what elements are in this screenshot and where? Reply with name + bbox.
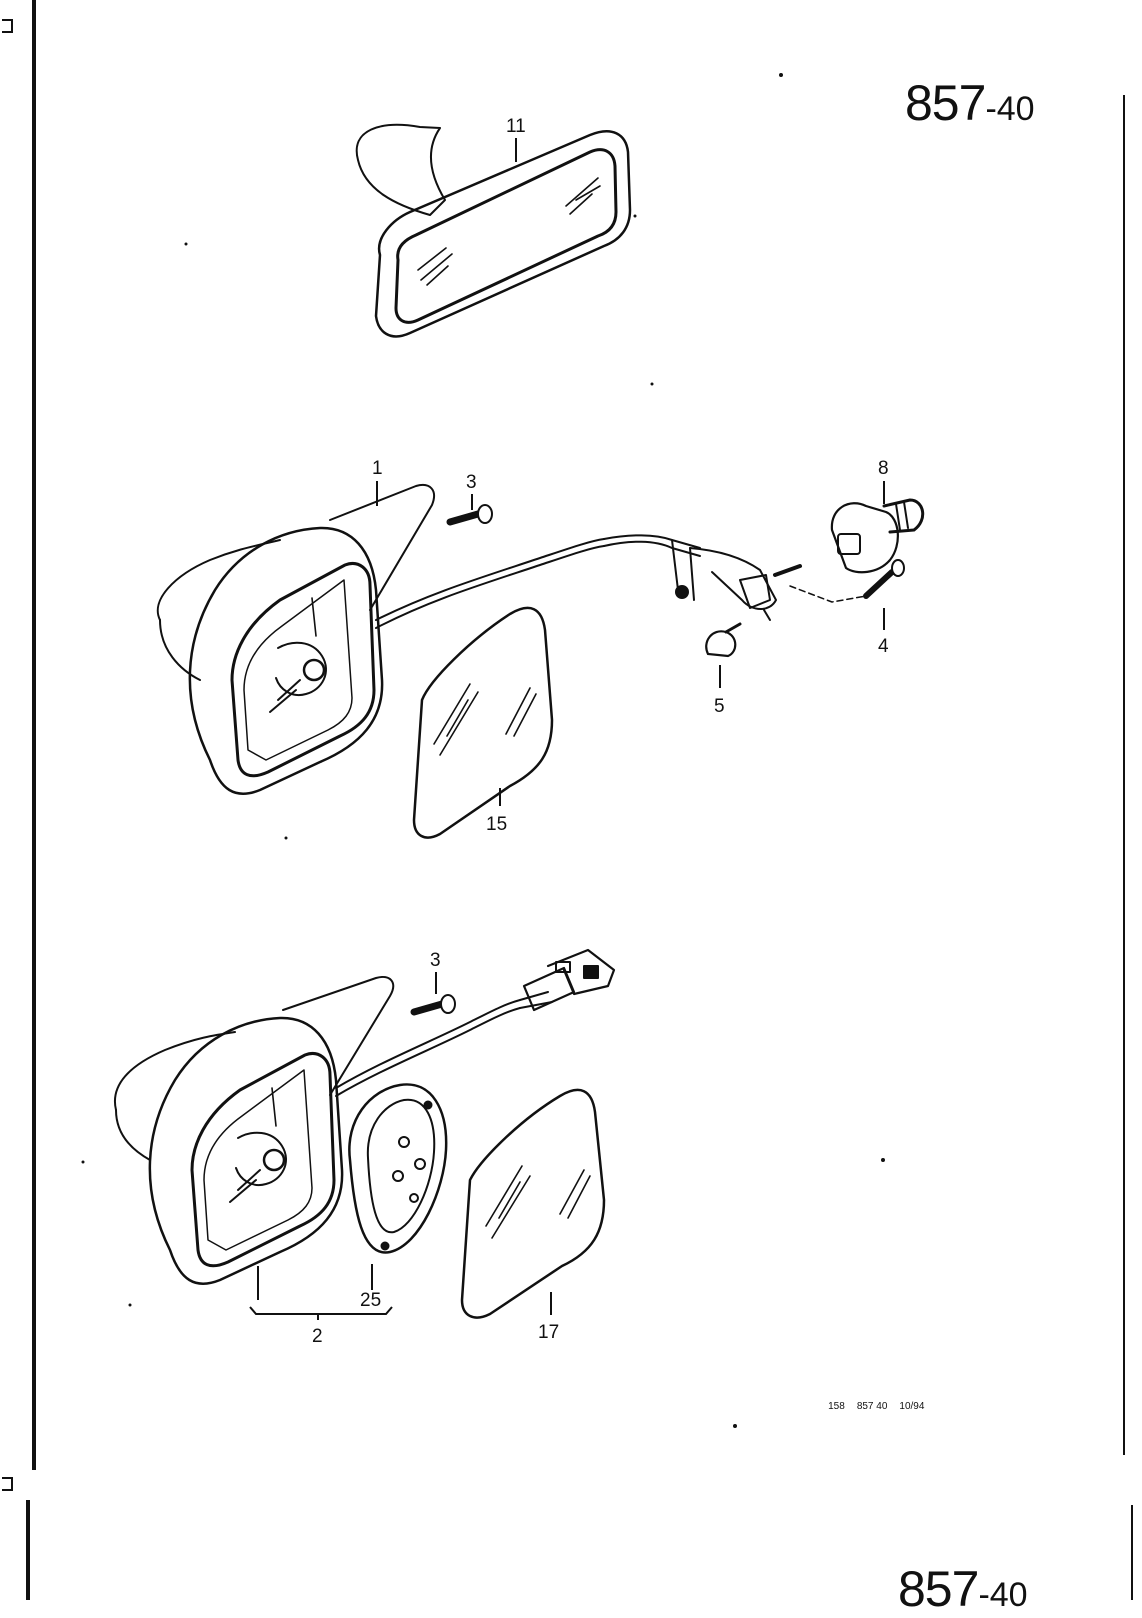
door-mirror-manual — [113, 976, 521, 1285]
callout-2: 2 — [312, 1326, 323, 1347]
page-number: 857-40 — [905, 75, 1035, 131]
callout-25: 25 — [360, 1290, 381, 1311]
clip — [705, 622, 742, 658]
page-number-next: 857-40 — [898, 1561, 1028, 1617]
connector-plug — [519, 948, 616, 1012]
page-border — [2, 0, 1133, 1600]
door-mirror-electric — [157, 484, 605, 795]
callout-11: 11 — [506, 116, 526, 137]
callout-17: 17 — [538, 1322, 559, 1343]
wiring-harness — [603, 534, 867, 621]
callout-leaders — [249, 138, 885, 1320]
mirror-glass-manual — [460, 1088, 606, 1319]
screw-lower — [410, 994, 456, 1016]
callout-15: 15 — [486, 814, 507, 835]
footer-code-2: 857 40 — [856, 1401, 888, 1412]
mirror-adjuster — [348, 1083, 448, 1254]
callout-8: 8 — [878, 458, 889, 479]
callout-labels: 11 1 3 8 4 5 15 3 25 2 17 — [312, 116, 889, 1347]
interior-mirror — [355, 123, 632, 338]
footer-date: 10/94 — [899, 1401, 925, 1412]
screw-upper — [446, 504, 493, 526]
bulb-socket — [830, 498, 925, 574]
footer-code-1: 158 — [828, 1401, 845, 1412]
mirror-glass-electric — [412, 606, 554, 839]
screw-small — [863, 559, 905, 599]
callout-5: 5 — [714, 696, 725, 717]
callout-3-upper: 3 — [466, 472, 477, 493]
scan-specks — [81, 73, 885, 1428]
drawing-reference: 158 857 40 10/94 — [817, 1390, 936, 1423]
callout-1: 1 — [372, 458, 383, 479]
callout-3-lower: 3 — [430, 950, 441, 971]
callout-4: 4 — [878, 636, 889, 657]
